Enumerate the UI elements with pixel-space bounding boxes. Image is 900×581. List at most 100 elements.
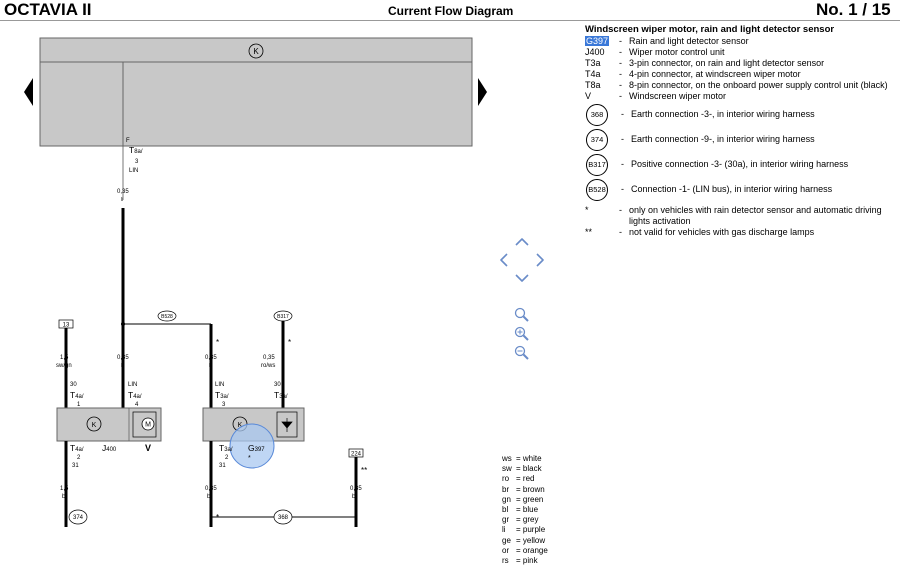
legend-earth-374[interactable]: 374-Earth connection -9-, in interior wi… [585,127,897,152]
legend-desc: Wiper motor control unit [629,47,725,57]
wire-color-swgn: sw/gn [56,363,72,369]
next-page-arrow-icon[interactable] [478,78,487,106]
note-code: ** [585,227,593,237]
double-star-marker: ** [361,466,367,475]
photodiode-icon [281,418,293,432]
earth-374-label: 374 [73,515,84,521]
color-key-row: gn= green [502,494,544,504]
pan-down-icon[interactable] [515,274,529,282]
terminal-13-label: 13 [63,323,70,329]
wire-color-br-c: br [352,494,357,500]
wire-size-br-b: 0,35 [205,486,217,492]
v-label: V [145,443,151,453]
terminal-224-badge [348,448,364,458]
zoom-in-icon[interactable] [514,326,529,341]
zoom-out-icon[interactable] [514,345,529,360]
pin-2-e: 2 [77,455,81,461]
color-key-row: ge= yellow [502,535,546,545]
legend-item-j400[interactable]: J400-Wiper motor control unit [585,47,897,58]
b528-badge [157,310,177,322]
legend-code: G397 [585,36,610,46]
lin-label-c: LIN [215,382,224,388]
legend-desc: Earth connection -9-, in interior wiring… [631,134,815,144]
earth-symbol-icon: B528 [586,178,608,201]
earth-symbol-icon: 374 [586,128,608,151]
wire-color-rows: ro/ws [261,363,275,369]
wire-color-key: ws= white sw= black ro= red br= brown gn… [502,454,548,566]
note-code: * [585,205,589,215]
pin-2-f: 2 [225,455,229,461]
star-marker-3: * [216,513,219,522]
pan-controls [500,238,544,282]
legend-item-g397[interactable]: G397-Rain and light detector sensor [585,36,897,47]
wire-size-label: 0,35 [117,189,129,195]
color-key-row: ws= white [502,454,542,463]
wire-size-15: 1,5 [60,355,69,361]
note-desc: only on vehicles with rain detector sens… [629,205,882,226]
pan-up-icon[interactable] [515,238,529,246]
zoom-fit-icon[interactable] [514,307,529,322]
t3a-label-d: T3a/ [274,390,288,400]
sensor-box [276,411,298,438]
legend-note-double-star: **-not valid for vehicles with gas disch… [585,227,897,238]
header-divider [0,20,900,21]
legend-item-v[interactable]: V-Windscreen wiper motor [585,91,897,102]
pin-30-d: 30 [274,382,281,388]
color-key-row: bl= blue [502,505,539,515]
lin-top-label: LIN [129,168,138,174]
legend-title: Windscreen wiper motor, rain and light d… [585,24,835,35]
legend-code: T4a [585,69,601,79]
legend-code: T8a [585,80,601,90]
page-number: No. 1 / 15 [816,0,891,19]
legend-note-star: *-only on vehicles with rain detector se… [585,205,897,227]
pin-31-e: 31 [72,463,79,469]
earth-368-badge [273,509,293,525]
star-marker-1: * [216,338,219,347]
wire-color-label: li [121,197,123,203]
t8a-connector-label: T8a/ [129,145,143,155]
pin-3-c: 3 [222,402,226,408]
earth-368-label: 368 [278,515,289,521]
earth-374-badge [68,509,88,525]
pan-left-icon[interactable] [500,253,508,267]
pin-1-d: 1 [281,402,285,408]
legend-earth-b317[interactable]: B317-Positive connection -3- (30a), in i… [585,152,897,177]
earth-symbol-icon: 368 [586,103,608,126]
legend-code: T3a [585,58,601,68]
t4a-label-e: T4a/ [70,443,84,453]
j400-label: J400 [102,443,117,453]
wire-color-br-b: br [207,494,212,500]
g397-highlight[interactable] [229,423,275,469]
g397-label: G397 [248,443,265,453]
g397-symbol: K [238,422,243,429]
g397-star: * [248,455,251,462]
legend-code: V [585,91,592,101]
lin-label-b: LIN [128,382,137,388]
legend-earth-368[interactable]: 368-Earth connection -3-, in interior wi… [585,102,897,127]
b317-badge-label: B317 [277,314,289,320]
color-key-row: br= brown [502,484,545,494]
t3a-label-c: T3a/ [215,390,229,400]
legend-item-t3a[interactable]: T3a-3-pin connector, on rain and light d… [585,58,897,69]
component-legend: Windscreen wiper motor, rain and light d… [585,24,897,238]
zoom-controls [514,307,529,360]
motor-icon [141,417,155,431]
legend-desc: Rain and light detector sensor [629,36,749,46]
legend-earth-b528[interactable]: B528-Connection -1- (LIN bus), in interi… [585,177,897,202]
control-unit-symbol-icon [248,43,264,59]
prev-page-arrow-icon[interactable] [24,78,33,106]
legend-item-t8a[interactable]: T8a-8-pin connector, on the onboard powe… [585,80,897,91]
j400-symbol: K [92,422,97,429]
pin-f-label: F [126,138,130,144]
wire-color-li-b: li [121,363,123,369]
pin-1-a: 1 [77,402,81,408]
pan-right-icon[interactable] [536,253,544,267]
legend-code: J400 [585,47,605,57]
legend-item-t4a[interactable]: T4a-4-pin connector, at windscreen wiper… [585,69,897,80]
junction-dot [121,322,125,326]
legend-desc: Earth connection -3-, in interior wiring… [631,109,815,119]
t4a-label-b: T4a/ [128,390,142,400]
legend-desc: 8-pin connector, on the onboard power su… [629,80,888,90]
color-key-row: li= purple [502,525,546,535]
